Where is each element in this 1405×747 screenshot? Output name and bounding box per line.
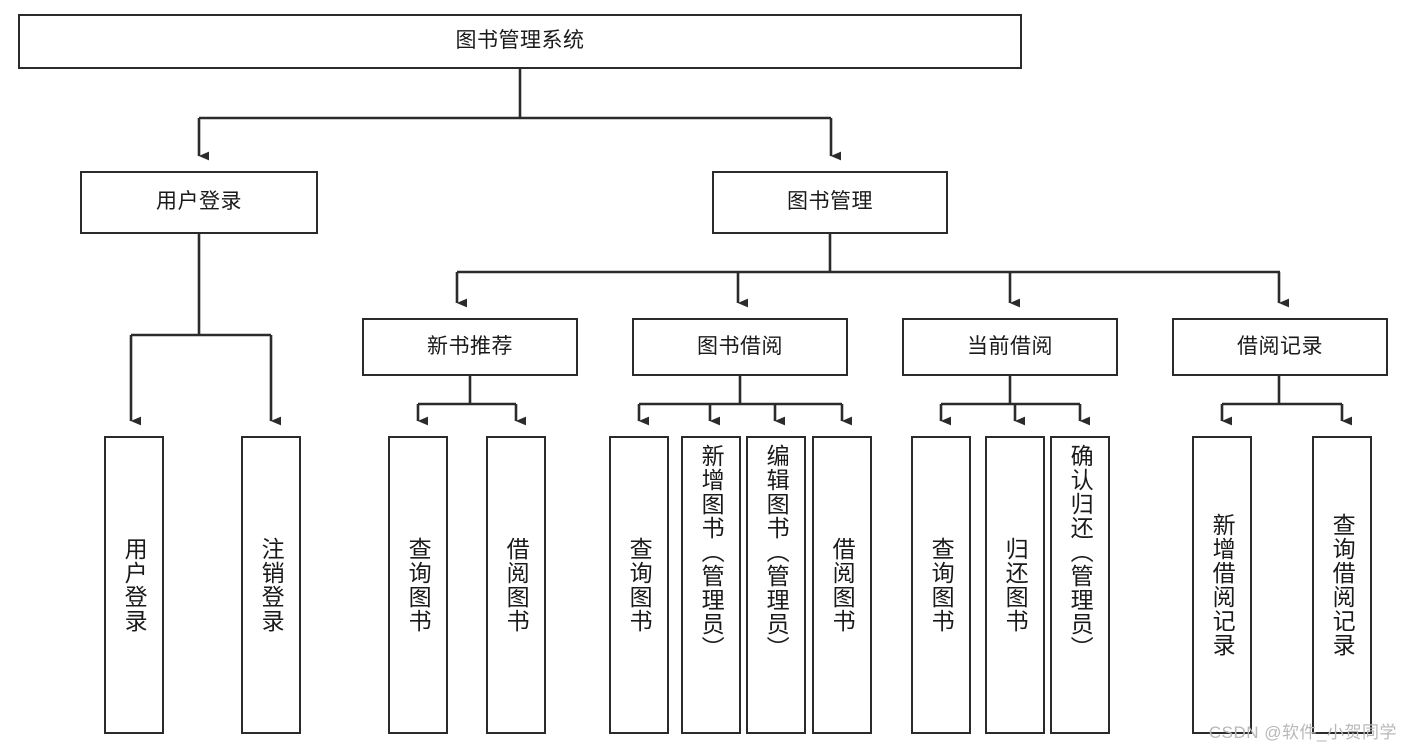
node-book-borrow[interactable]: 图书借阅: [632, 318, 848, 376]
node-label: 归还图书: [1002, 537, 1029, 633]
node-label: 编辑图书（管理员）: [763, 444, 790, 660]
node-leaf-borrow-book-recommend[interactable]: 借阅图书: [486, 436, 546, 734]
node-leaf-return-book[interactable]: 归还图书: [985, 436, 1045, 734]
node-label: 注销登录: [258, 537, 285, 633]
node-leaf-user-login-action[interactable]: 用户登录: [104, 436, 164, 734]
node-leaf-add-borrow-record[interactable]: 新增借阅记录: [1192, 436, 1252, 734]
node-book-management[interactable]: 图书管理: [712, 171, 948, 234]
node-label: 当前借阅: [967, 334, 1053, 358]
node-label: 新增借阅记录: [1209, 513, 1236, 657]
node-leaf-query-book-current[interactable]: 查询图书: [911, 436, 971, 734]
node-label: 图书管理系统: [455, 29, 585, 53]
node-leaf-logout[interactable]: 注销登录: [241, 436, 301, 734]
node-leaf-edit-book-admin[interactable]: 编辑图书（管理员）: [746, 436, 806, 734]
node-label: 查询图书: [405, 537, 432, 633]
node-leaf-borrow-book[interactable]: 借阅图书: [812, 436, 872, 734]
node-new-book-recommend[interactable]: 新书推荐: [362, 318, 578, 376]
node-root-book-management-system[interactable]: 图书管理系统: [18, 14, 1022, 69]
node-leaf-query-borrow-record[interactable]: 查询借阅记录: [1312, 436, 1372, 734]
node-current-borrow[interactable]: 当前借阅: [902, 318, 1118, 376]
node-leaf-add-book-admin[interactable]: 新增图书（管理员）: [681, 436, 741, 734]
node-label: 查询图书: [928, 537, 955, 633]
node-label: 图书管理: [787, 190, 873, 214]
node-label: 借阅记录: [1237, 334, 1323, 358]
node-label: 借阅图书: [829, 537, 856, 633]
node-leaf-query-book-recommend[interactable]: 查询图书: [388, 436, 448, 734]
node-label: 用户登录: [156, 190, 242, 214]
node-label: 新书推荐: [427, 334, 513, 358]
node-leaf-confirm-return-admin[interactable]: 确认归还（管理员）: [1050, 436, 1110, 734]
node-label: 查询借阅记录: [1329, 513, 1356, 657]
node-label: 用户登录: [121, 537, 148, 633]
node-label: 查询图书: [626, 537, 653, 633]
node-user-login[interactable]: 用户登录: [80, 171, 318, 234]
node-label: 借阅图书: [503, 537, 530, 633]
node-borrow-record[interactable]: 借阅记录: [1172, 318, 1388, 376]
node-label: 图书借阅: [697, 334, 783, 358]
node-label: 新增图书（管理员）: [698, 444, 725, 660]
node-label: 确认归还（管理员）: [1067, 444, 1094, 660]
node-leaf-query-book-borrow[interactable]: 查询图书: [609, 436, 669, 734]
csdn-watermark: CSDN @软件_小贺同学: [1208, 723, 1397, 742]
